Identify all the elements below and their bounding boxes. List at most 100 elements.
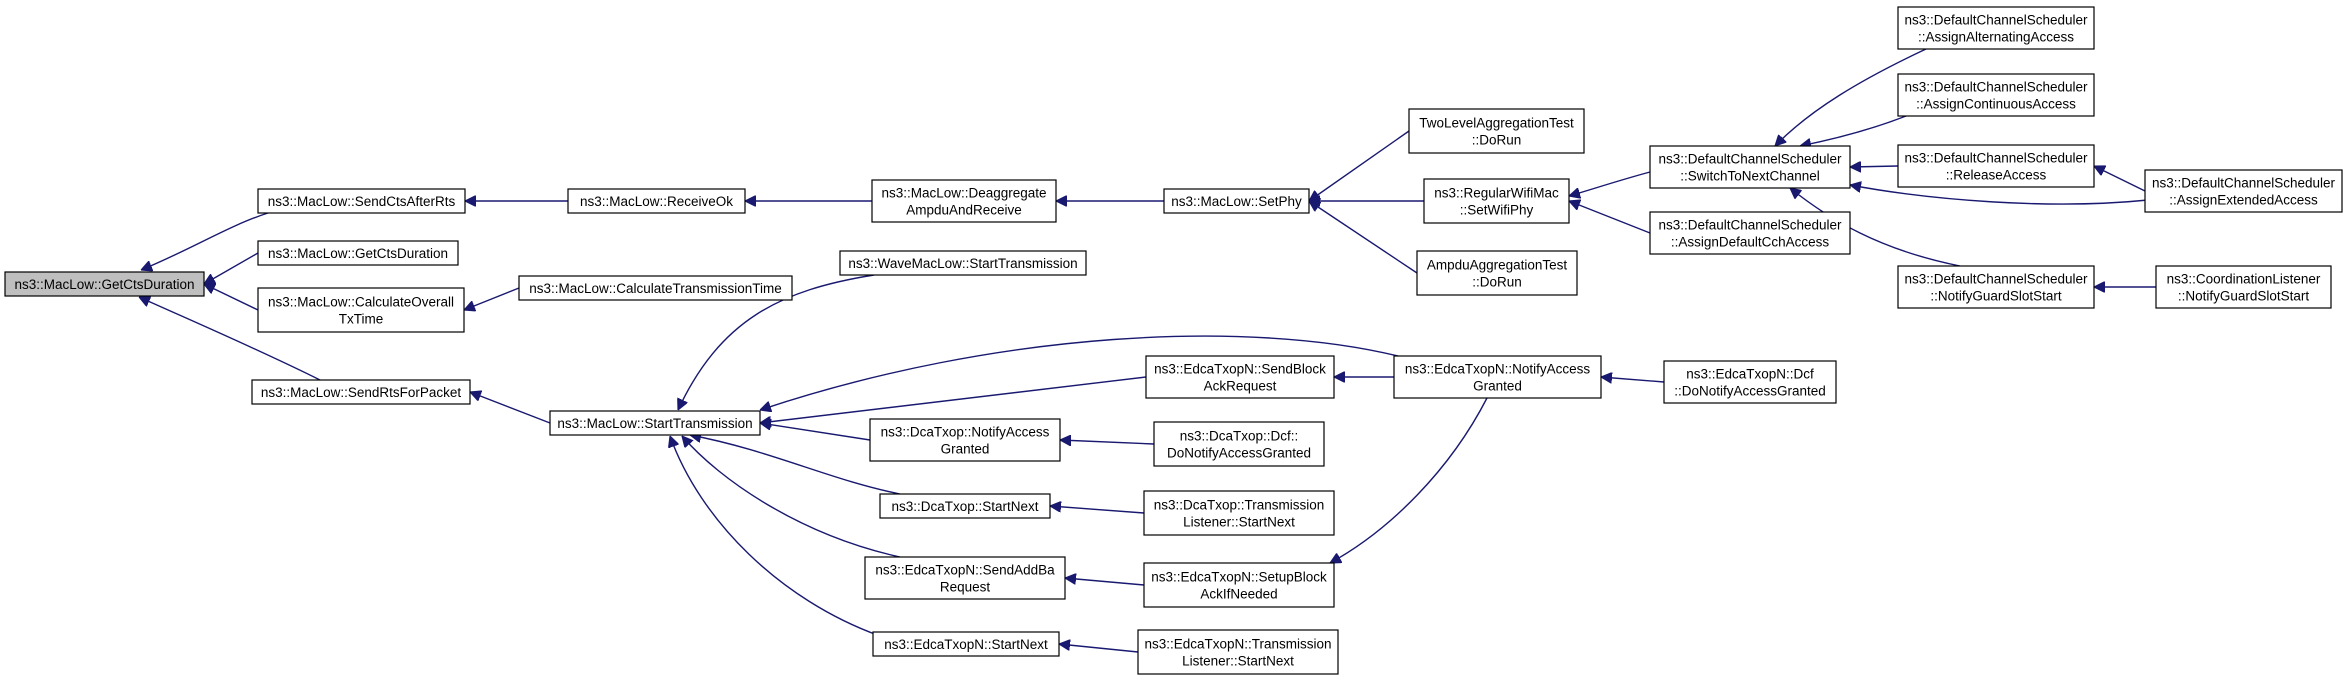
node-assignDefaultCch[interactable]: ns3::DefaultChannelScheduler::AssignDefa… [1649, 211, 1851, 255]
node-dcaStartNext[interactable]: ns3::DcaTxop::StartNext [879, 493, 1051, 519]
node-label: ns3::DefaultChannelScheduler [1658, 152, 1842, 167]
node-regularWifi[interactable]: ns3::RegularWifiMac::SetWifiPhy [1423, 178, 1570, 224]
node-label: AckIfNeeded [1200, 587, 1277, 602]
edge-dcaDcfNotify-to-dcaNotify [1060, 440, 1155, 444]
node-label: ns3::EdcaTxopN::SendBlock [1154, 362, 1326, 377]
node-label: ns3::DefaultChannelScheduler [1658, 218, 1842, 233]
node-calcTransTime[interactable]: ns3::MacLow::CalculateTransmissionTime [518, 275, 793, 301]
edge-ampduTest-to-setPhy [1309, 201, 1418, 274]
node-label: ns3::MacLow::GetCtsDuration [14, 277, 194, 292]
node-label: ns3::EdcaTxopN::NotifyAccess [1405, 362, 1591, 377]
node-label: ns3::MacLow::CalculateOverall [268, 295, 454, 310]
node-label: ::DoRun [1472, 275, 1522, 290]
node-label: ns3::RegularWifiMac [1434, 186, 1559, 201]
node-edcaStartNext[interactable]: ns3::EdcaTxopN::StartNext [872, 631, 1060, 657]
node-box [567, 188, 746, 214]
node-label: AmpduAndReceive [906, 203, 1022, 218]
node-dcaTLStart[interactable]: ns3::DcaTxop::TransmissionListener::Star… [1143, 490, 1335, 536]
edge-dcaStartNext-to-startTransmission [690, 435, 901, 495]
node-dcaDcfNotify[interactable]: ns3::DcaTxop::Dcf::DoNotifyAccessGranted [1153, 421, 1325, 467]
node-box [257, 287, 465, 333]
node-coordListener[interactable]: ns3::CoordinationListener::NotifyGuardSl… [2155, 265, 2332, 309]
node-label: ns3::DefaultChannelScheduler [2152, 176, 2336, 191]
edge-edcaSendBlock-to-startTransmission [760, 376, 1147, 423]
node-label: ::ReleaseAccess [1946, 168, 2047, 183]
node-twoLevel[interactable]: TwoLevelAggregationTest::DoRun [1408, 108, 1585, 154]
node-box [1897, 6, 2095, 50]
edge-switchChannel-to-regularWifi [1569, 171, 1651, 196]
node-box [1143, 562, 1335, 608]
node-label: ns3::MacLow::SetPhy [1171, 194, 1302, 209]
node-label: ns3::DcaTxop::NotifyAccess [881, 425, 1050, 440]
node-box [1143, 490, 1335, 536]
node-startTransmission[interactable]: ns3::MacLow::StartTransmission [549, 410, 761, 436]
node-label: TwoLevelAggregationTest [1419, 116, 1574, 131]
node-sendCtsAfterRts[interactable]: ns3::MacLow::SendCtsAfterRts [257, 188, 466, 214]
node-edcaDcfNotify[interactable]: ns3::EdcaTxopN::Dcf::DoNotifyAccessGrant… [1663, 360, 1837, 404]
edge-edcaDcfNotify-to-edcaNotify [1601, 377, 1665, 382]
node-label: ns3::DefaultChannelScheduler [1904, 80, 2088, 95]
node-label: ns3::CoordinationListener [2167, 272, 2321, 287]
node-getCtsDuration2[interactable]: ns3::MacLow::GetCtsDuration [257, 240, 459, 266]
node-label: AckRequest [1204, 379, 1277, 394]
node-root[interactable]: ns3::MacLow::GetCtsDuration [4, 271, 205, 297]
node-receiveOk[interactable]: ns3::MacLow::ReceiveOk [567, 188, 746, 214]
node-waveStart[interactable]: ns3::WaveMacLow::StartTransmission [839, 250, 1087, 276]
node-releaseAccess[interactable]: ns3::DefaultChannelScheduler::ReleaseAcc… [1897, 144, 2095, 188]
node-label: ns3::MacLow::Deaggregate [881, 186, 1046, 201]
edge-layer [139, 48, 2156, 653]
node-switchChannel[interactable]: ns3::DefaultChannelScheduler::SwitchToNe… [1649, 145, 1851, 189]
node-label: DoNotifyAccessGranted [1167, 446, 1311, 461]
node-label: ::AssignContinuousAccess [1916, 97, 2076, 112]
edge-assignContinuous-to-switchChannel [1800, 115, 1907, 146]
edge-edcaStartNext-to-startTransmission [670, 436, 881, 637]
node-box [1145, 355, 1335, 399]
node-label: Listener::StartNext [1183, 515, 1295, 530]
node-label: ::AssignAlternatingAccess [1918, 30, 2074, 45]
edge-startTransmission-to-sendRtsForPacket [470, 392, 551, 424]
node-setPhy[interactable]: ns3::MacLow::SetPhy [1163, 188, 1310, 214]
node-label: ns3::DcaTxop::StartNext [891, 499, 1038, 514]
node-label: ::AssignDefaultCchAccess [1671, 235, 1830, 250]
node-sendRtsForPacket[interactable]: ns3::MacLow::SendRtsForPacket [251, 379, 471, 405]
node-box [869, 418, 1061, 462]
node-box [1649, 145, 1851, 189]
node-box [1897, 144, 2095, 188]
node-ampduTest[interactable]: AmpduAggregationTest::DoRun [1416, 250, 1578, 296]
node-box [1153, 421, 1325, 467]
node-edcaNotify[interactable]: ns3::EdcaTxopN::NotifyAccessGranted [1393, 355, 1602, 399]
edge-sendRtsForPacket-to-root [139, 297, 321, 381]
edge-dcaNotify-to-startTransmission [760, 423, 871, 441]
node-assignExtended[interactable]: ns3::DefaultChannelScheduler::AssignExte… [2144, 169, 2343, 213]
node-label: ::AssignExtendedAccess [2169, 193, 2318, 208]
node-box [257, 188, 466, 214]
node-label: Granted [941, 442, 990, 457]
node-label: ns3::EdcaTxopN::Dcf [1686, 367, 1814, 382]
edge-releaseAccess-to-switchChannel [1850, 166, 1899, 167]
node-box [879, 493, 1051, 519]
node-label: ::DoNotifyAccessGranted [1674, 384, 1826, 399]
node-notifyGuardSlot[interactable]: ns3::DefaultChannelScheduler::NotifyGuar… [1897, 265, 2095, 309]
node-box [1423, 178, 1570, 224]
node-assignAlternating[interactable]: ns3::DefaultChannelScheduler::AssignAlte… [1897, 6, 2095, 50]
node-label: Granted [1473, 379, 1522, 394]
node-dcaNotify[interactable]: ns3::DcaTxop::NotifyAccessGranted [869, 418, 1061, 462]
node-label: ns3::DefaultChannelScheduler [1904, 151, 2088, 166]
edge-assignExtended-to-switchChannel [1850, 185, 2149, 205]
node-label: ::NotifyGuardSlotStart [1930, 289, 2062, 304]
node-edcaTLStart[interactable]: ns3::EdcaTxopN::TransmissionListener::St… [1137, 629, 1339, 675]
node-box [1393, 355, 1602, 399]
node-label: ns3::EdcaTxopN::SendAddBa [875, 563, 1055, 578]
edge-sendCtsAfterRts-to-root [141, 212, 269, 270]
edge-getCtsDuration2-to-root [204, 252, 259, 284]
node-label: ::DoRun [1472, 133, 1522, 148]
node-label: ns3::MacLow::CalculateTransmissionTime [529, 281, 782, 296]
node-assignContinuous[interactable]: ns3::DefaultChannelScheduler::AssignCont… [1897, 73, 2095, 117]
node-label: ns3::DefaultChannelScheduler [1904, 13, 2088, 28]
